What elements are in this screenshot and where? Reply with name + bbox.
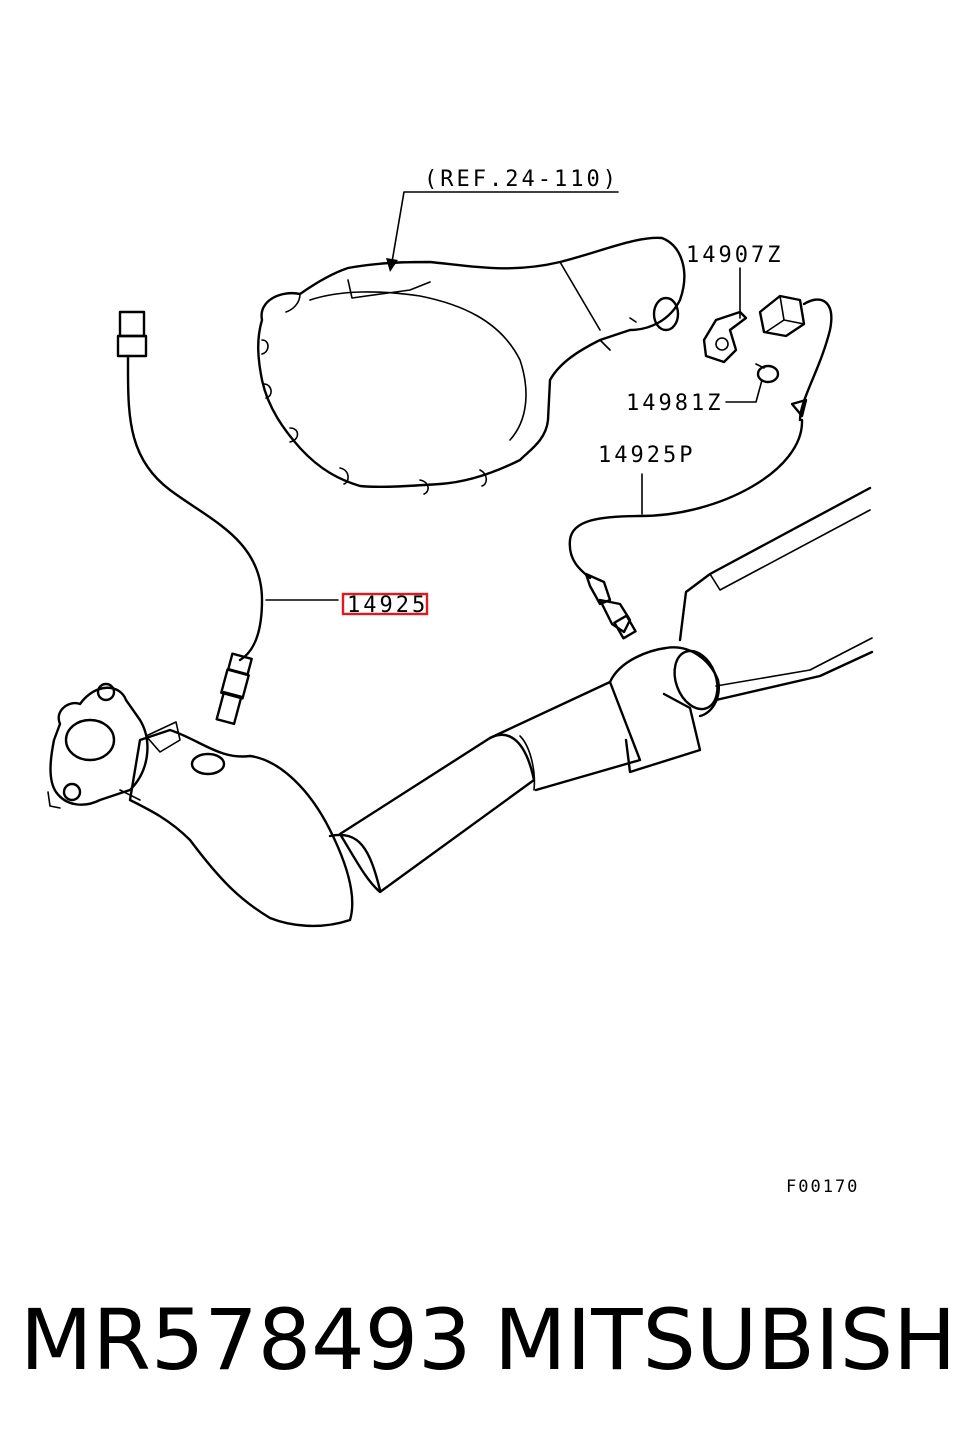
transmission-housing	[257, 236, 686, 495]
exhaust-parts-diagram: (REF.24-110) 14907Z 14981Z 14925P	[47, 167, 874, 1197]
rear-oxygen-sensor	[568, 418, 804, 640]
bolt-label: 14981Z	[626, 391, 723, 416]
front-sensor-highlight	[341, 592, 429, 616]
exhaust-pipe	[338, 646, 720, 894]
ref-leader	[386, 191, 619, 272]
exhaust-flange	[47, 682, 149, 809]
rear-sensor-label: 14925P	[598, 443, 695, 468]
bracket-14907z	[702, 267, 748, 364]
catalytic-converter	[119, 721, 382, 928]
bolt-14981z	[725, 363, 780, 403]
ref-label: (REF.24-110)	[424, 167, 619, 192]
caption-bar: MR578493 MITSUBISHI	[0, 1280, 960, 1400]
bracket-label: 14907Z	[686, 243, 783, 268]
rear-sensor-connector	[758, 294, 833, 422]
wire-clip	[790, 398, 808, 418]
brand-name: MITSUBISHI	[494, 1291, 960, 1389]
front-sensor-label: 14925	[347, 593, 428, 618]
part-number: MR578493	[20, 1291, 472, 1389]
figure-code: F00170	[786, 1177, 859, 1197]
rear-pipe	[678, 486, 874, 702]
front-oxygen-sensor	[116, 310, 339, 726]
